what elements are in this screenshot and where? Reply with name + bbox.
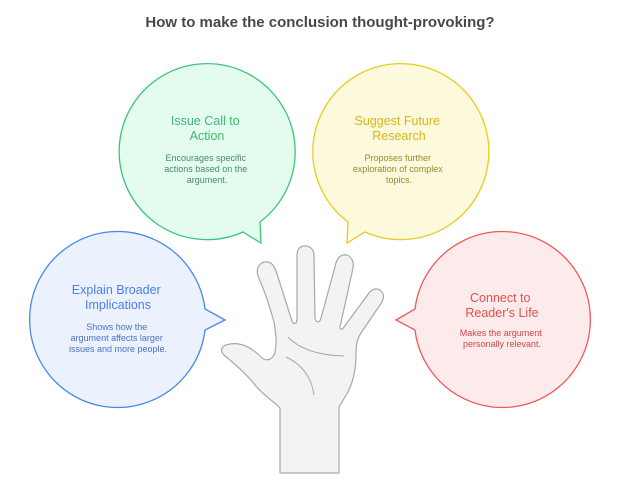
bubble-description: Encourages specific actions based on the… xyxy=(164,153,250,185)
speech-bubble-shape xyxy=(118,63,296,245)
bubble-description: Proposes further exploration of complex … xyxy=(353,153,446,185)
palm-line xyxy=(287,336,345,357)
hand-icon xyxy=(220,245,384,474)
diagram-title: How to make the conclusion thought-provo… xyxy=(145,14,494,31)
palm-line xyxy=(285,356,315,396)
bubble-readers-life: Connect to Reader's Life Makes the argum… xyxy=(394,230,591,409)
speech-bubble-shape xyxy=(394,230,591,409)
bubble-call-to-action: Issue Call to Action Encourages specific… xyxy=(118,63,296,245)
bubble-title: Issue Call to Action xyxy=(171,114,243,143)
bubble-description: Makes the argument personally relevant. xyxy=(460,328,545,349)
speech-bubble-shape xyxy=(312,63,490,245)
hand-illustration xyxy=(220,245,384,474)
bubble-title: Explain Broader Implications xyxy=(72,283,164,312)
bubble-title: Suggest Future Research xyxy=(355,114,444,143)
bubble-broader-implications: Explain Broader Implications Shows how t… xyxy=(29,230,227,409)
bubble-future-research: Suggest Future Research Proposes further… xyxy=(312,63,490,245)
bubble-title: Connect to Reader's Life xyxy=(465,291,538,320)
speech-bubble-shape xyxy=(29,230,227,409)
bubble-description: Shows how the argument affects larger is… xyxy=(69,322,167,354)
